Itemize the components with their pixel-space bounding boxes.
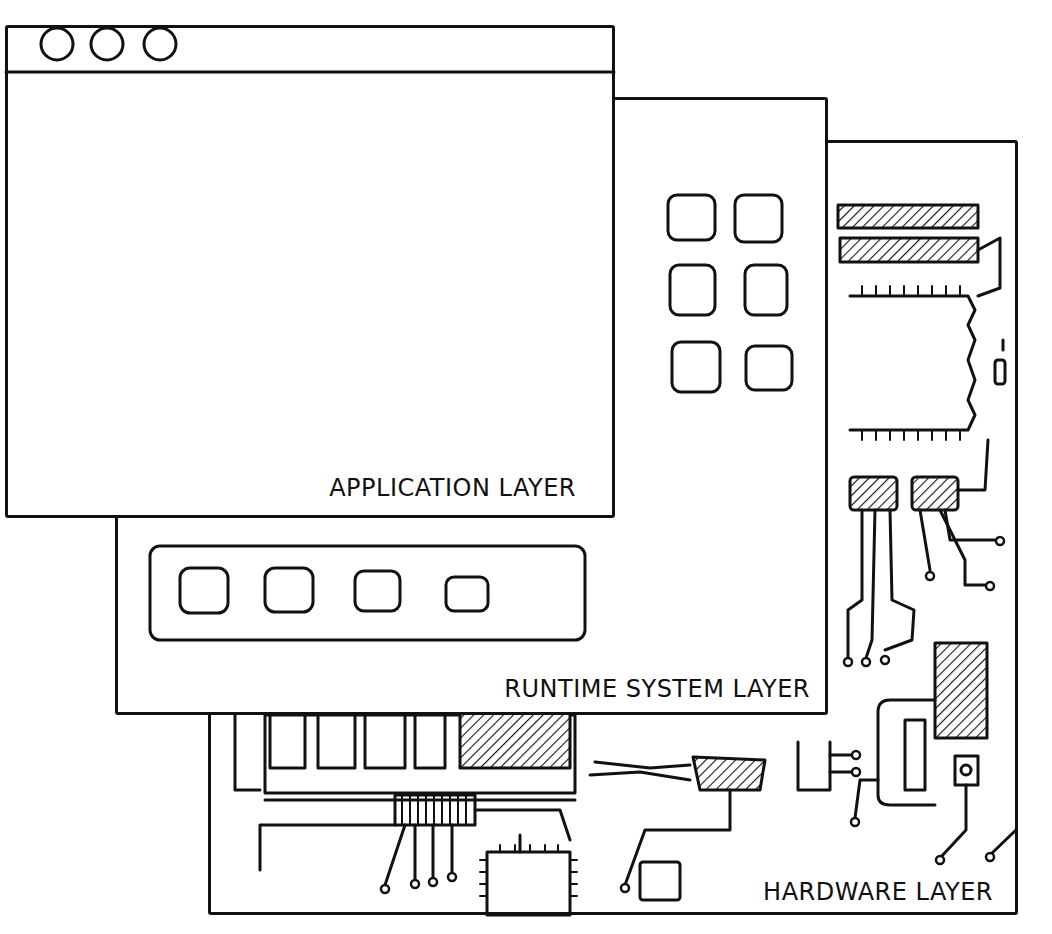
circuit-parts (402, 795, 466, 825)
circuit-parts (693, 757, 765, 790)
icon-grid (745, 265, 787, 315)
circuit-parts (432, 825, 435, 878)
circuit-parts (852, 768, 860, 776)
layer-label: RUNTIME SYSTEM LAYER (504, 676, 810, 702)
circuit-parts (381, 885, 389, 893)
circuit-parts (460, 712, 570, 768)
icon-grid (668, 195, 715, 240)
circuit-parts (270, 705, 445, 768)
icon-grid (672, 342, 720, 392)
circuit-parts (480, 845, 577, 896)
circuit-parts (840, 238, 978, 262)
circuit-parts (487, 852, 570, 915)
window-chrome (5, 25, 615, 518)
tool-bar (150, 546, 585, 640)
circuit-parts (905, 720, 925, 790)
circuit-parts (926, 572, 934, 580)
circuit-parts (448, 873, 456, 881)
circuit-parts (235, 205, 1016, 915)
circuit-parts (912, 477, 958, 510)
circuit-parts (411, 880, 419, 888)
circuit-parts (961, 765, 971, 775)
circuit-parts (940, 510, 985, 585)
circuit-parts (844, 658, 852, 666)
circuit-parts (590, 772, 690, 780)
circuit-parts (920, 510, 930, 570)
title-bar (41, 28, 73, 60)
circuit-parts (621, 884, 629, 892)
circuit-parts (936, 856, 944, 864)
circuit-parts (640, 862, 680, 900)
circuit-parts (935, 643, 987, 738)
circuit-parts (862, 430, 960, 440)
circuit-parts (260, 825, 395, 870)
tool-bar (265, 568, 313, 612)
circuit-parts (265, 799, 575, 802)
title-bar (91, 28, 123, 60)
circuit-parts (451, 825, 454, 873)
circuit-parts (385, 825, 405, 885)
circuit-parts (866, 510, 875, 658)
circuit-parts (862, 286, 960, 296)
circuit-parts (986, 582, 994, 590)
circuit-parts (990, 830, 1016, 855)
circuit-parts (978, 238, 1000, 296)
circuit-parts (881, 656, 889, 664)
icon-grid (670, 265, 715, 315)
tool-bar (355, 571, 400, 611)
circuit-parts (862, 658, 870, 666)
circuit-parts (996, 537, 1004, 545)
icon-grid (735, 195, 782, 242)
layer-label: HARDWARE LAYER (763, 879, 993, 905)
circuit-parts (595, 762, 690, 768)
circuit-parts (830, 755, 852, 772)
circuit-parts (838, 205, 978, 228)
icon-grid (746, 346, 792, 390)
layer-panel: APPLICATION LAYER (5, 25, 615, 518)
circuit-parts (851, 818, 859, 826)
title-bar (6, 28, 614, 72)
circuit-parts (519, 835, 522, 852)
circuit-parts (850, 477, 897, 510)
circuit-parts (995, 360, 1005, 384)
circuit-parts (395, 795, 475, 825)
circuit-parts (475, 810, 570, 840)
circuit-parts (235, 715, 260, 790)
title-bar (6, 71, 614, 74)
layer-label: APPLICATION LAYER (329, 475, 576, 501)
title-bar (144, 28, 176, 60)
circuit-parts (848, 510, 862, 658)
tool-bar (150, 546, 585, 640)
circuit-parts (852, 751, 860, 759)
circuit-parts (855, 780, 878, 818)
circuit-parts (429, 878, 437, 886)
tool-bar (180, 568, 228, 613)
circuit-parts (414, 825, 417, 880)
circuit-parts (878, 700, 935, 805)
circuit-parts (1002, 340, 1005, 350)
circuit-parts (885, 510, 914, 650)
circuit-parts (986, 853, 994, 861)
circuit-parts (940, 785, 966, 858)
icon-grid (668, 195, 792, 392)
circuit-parts (955, 756, 978, 785)
circuit-parts (850, 296, 975, 430)
circuit-parts (958, 440, 988, 490)
circuit-parts (798, 742, 830, 790)
tool-bar (446, 577, 488, 611)
